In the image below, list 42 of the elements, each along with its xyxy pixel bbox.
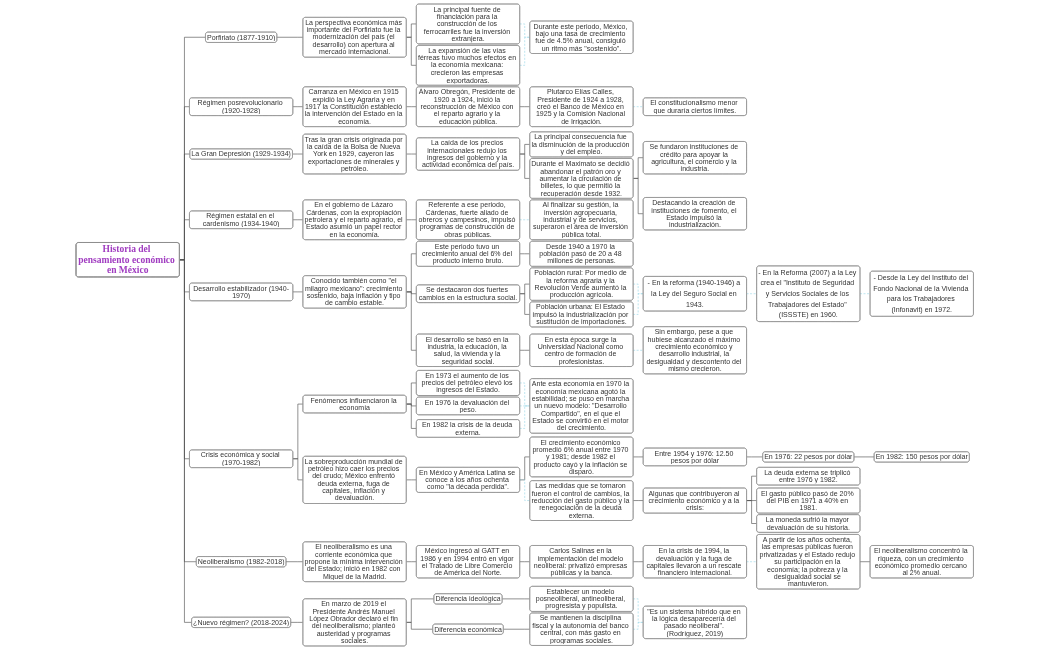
connector <box>519 153 531 179</box>
connector <box>519 349 531 351</box>
connector <box>285 561 304 563</box>
connector <box>292 219 304 221</box>
connector <box>633 106 644 108</box>
connector <box>633 561 644 563</box>
connector <box>502 598 531 600</box>
connector <box>406 403 417 429</box>
connector <box>853 456 875 458</box>
connector <box>406 219 417 221</box>
connector <box>859 561 871 563</box>
connector <box>519 253 531 255</box>
connector <box>292 458 304 481</box>
connector <box>519 106 531 108</box>
connector <box>406 479 417 481</box>
connector <box>406 561 417 563</box>
connector <box>292 291 304 293</box>
connector <box>519 561 531 563</box>
connector <box>746 561 758 563</box>
connector <box>746 456 764 458</box>
connector <box>292 106 304 108</box>
connector <box>633 178 644 215</box>
connector <box>633 349 644 351</box>
connector <box>519 479 531 501</box>
connector <box>406 106 417 108</box>
connector <box>290 622 304 623</box>
connector <box>406 153 417 155</box>
connector <box>179 259 193 623</box>
connector <box>519 219 531 221</box>
connector <box>633 500 644 501</box>
connector <box>292 153 304 155</box>
connector <box>406 36 417 66</box>
connector <box>503 628 531 630</box>
connector <box>633 456 644 458</box>
connector <box>519 293 531 315</box>
connector <box>406 622 434 630</box>
connector <box>519 405 531 429</box>
connector <box>633 622 644 630</box>
connector <box>519 36 531 66</box>
connector <box>633 293 644 315</box>
connector <box>276 36 304 38</box>
connector <box>746 293 758 295</box>
